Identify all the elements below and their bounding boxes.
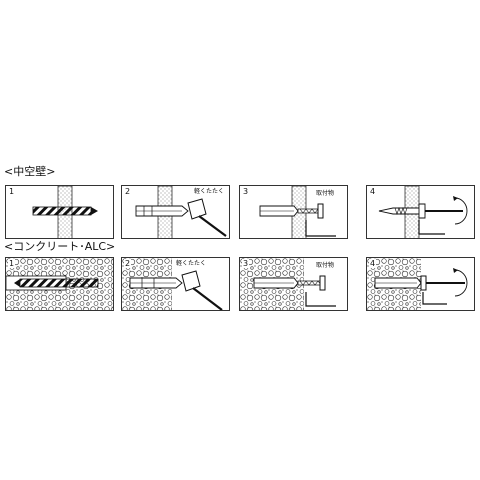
step-caption: 軽くたたく bbox=[176, 260, 207, 267]
anchor-hammer-illustration bbox=[135, 186, 227, 238]
concrete-step-4-panel: 4 bbox=[366, 257, 475, 311]
hollow-step-2-panel: 2 軽くたたく bbox=[121, 185, 230, 239]
step-caption: 取付物 bbox=[316, 190, 335, 197]
concrete-step-3-panel: 3 取付物 bbox=[239, 257, 348, 311]
step-number: 3 bbox=[242, 259, 250, 268]
step-number: 2 bbox=[124, 259, 132, 268]
hollow-step-4-panel: 4 bbox=[366, 185, 475, 239]
concrete-step-1-panel: 1 bbox=[5, 257, 114, 311]
drill-concrete-illustration bbox=[6, 258, 113, 310]
hollow-step-3-panel: 3 取付物 bbox=[239, 185, 348, 239]
step-number: 1 bbox=[8, 259, 16, 268]
step-number: 3 bbox=[242, 187, 250, 196]
screw-fixture-concrete-illustration bbox=[240, 258, 336, 310]
concrete-step-2-panel: 2 軽くたたく bbox=[121, 257, 230, 311]
step-number: 4 bbox=[369, 259, 377, 268]
step-caption: 取付物 bbox=[316, 262, 335, 269]
drill-illustration bbox=[32, 186, 98, 238]
step-number: 4 bbox=[369, 187, 377, 196]
screwdriver-illustration bbox=[378, 186, 468, 238]
step-number: 2 bbox=[124, 187, 132, 196]
section-title-hollow-wall: <中空壁> bbox=[4, 165, 56, 178]
screw-fixture-illustration bbox=[259, 186, 336, 238]
screwdriver-concrete-illustration bbox=[367, 258, 468, 310]
hollow-step-1-panel: 1 bbox=[5, 185, 114, 239]
step-number: 1 bbox=[8, 187, 16, 196]
step-caption: 軽くたたく bbox=[194, 188, 225, 195]
section-title-concrete-alc: <コンクリート･ALC> bbox=[4, 240, 116, 253]
